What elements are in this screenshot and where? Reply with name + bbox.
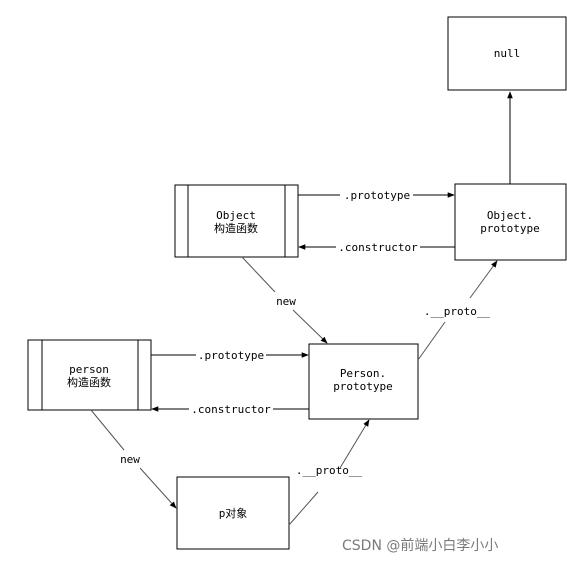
object-prototype-node: Object. prototype [454,183,567,261]
person-prototype-label-line1: Person. [340,367,386,380]
object-constructor-edge-label: .constructor [338,241,418,254]
object-new-link-bottom [292,309,328,344]
p-proto-link-bottom [288,491,319,526]
person-proto-edge-label: .__proto__ [424,305,491,318]
null-node: null [447,16,567,91]
object-constructor-label-line1: Object [216,209,256,222]
person-proto-link-bottom [417,321,446,361]
null-node-label: null [494,47,521,60]
object-new-edge-label: new [276,295,296,308]
person-new-link-top [90,409,125,451]
object-constructor-node: Object 构造函数 [174,184,299,258]
object-prototype-label-line2: prototype [480,222,540,235]
person-prototype-node: Person. prototype [308,343,419,420]
object-new-link-top [241,256,276,293]
person-constructor-node: person 构造函数 [27,339,152,411]
person-new-edge-label: new [120,453,140,466]
person-constructor-edge-label: .constructor [191,403,271,416]
p-object-label: p对象 [219,506,248,520]
p-proto-link-top [339,419,370,469]
person-prototype-edge-label: .prototype [198,349,264,362]
person-constructor-label-line2: 构造函数 [67,375,111,389]
p-object-node: p对象 [176,476,290,550]
object-constructor-label-line2: 构造函数 [214,221,258,235]
p-proto-edge-label: .__proto__ [296,464,363,477]
person-new-link-bottom [139,467,177,509]
person-constructor-label-line1: person [69,363,109,376]
person-proto-link-top [469,260,498,299]
csdn-watermark: CSDN @前端小白李小小 [342,537,498,554]
person-prototype-label-line2: prototype [333,380,393,393]
object-prototype-edge-label: .prototype [344,189,410,202]
object-prototype-label-line1: Object. [487,209,533,222]
